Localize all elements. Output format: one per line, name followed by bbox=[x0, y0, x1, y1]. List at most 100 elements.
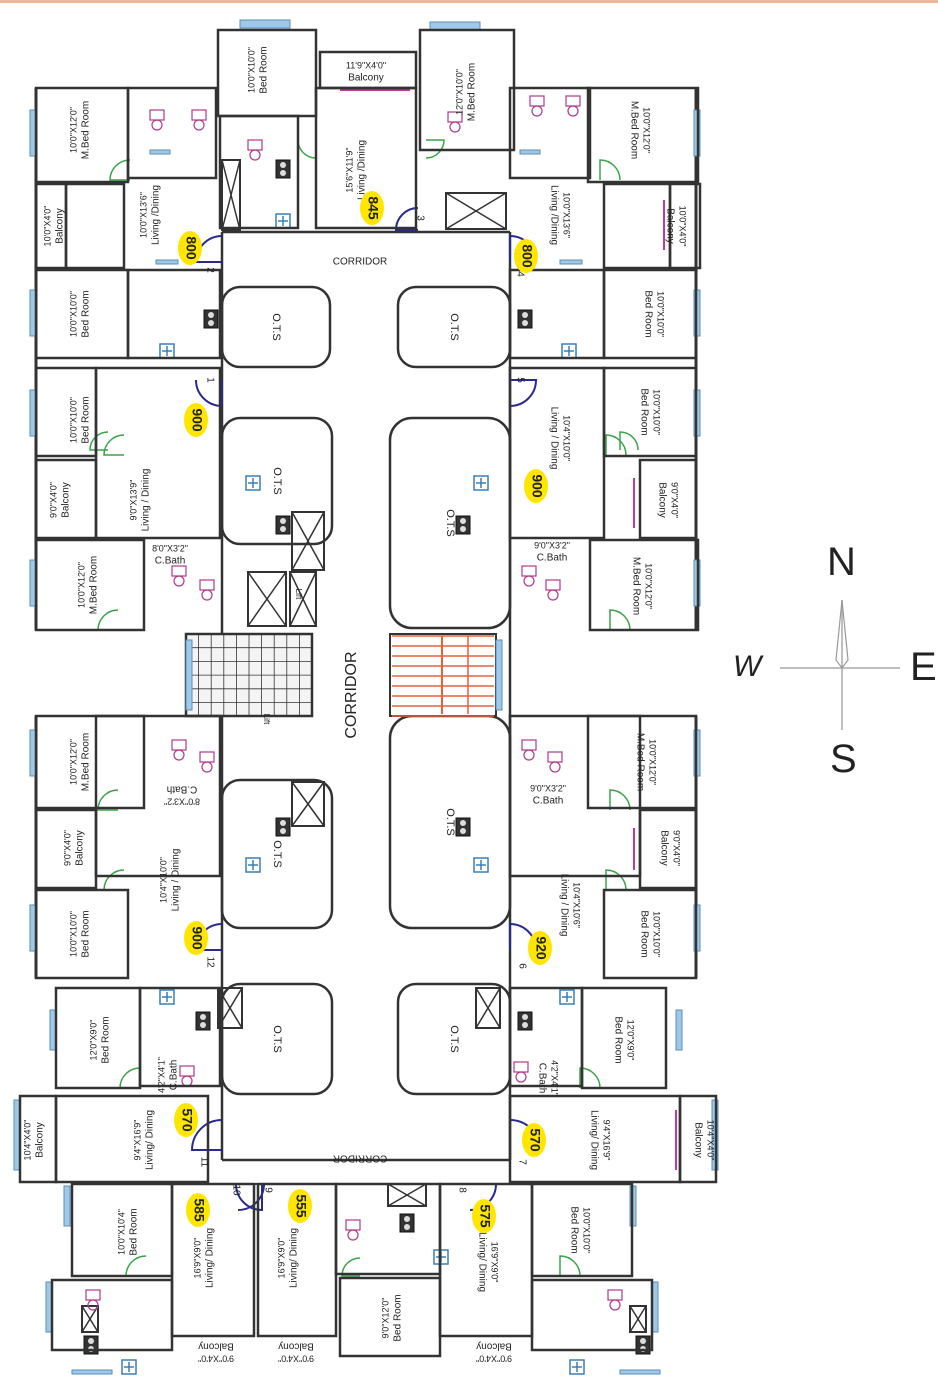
room-outline bbox=[508, 366, 606, 540]
room-name: Balcony bbox=[664, 208, 675, 244]
ots-box bbox=[220, 285, 332, 369]
stove-burner bbox=[200, 1022, 206, 1028]
room-dimension: 9'0"X13'9" bbox=[128, 480, 138, 521]
room-name: Bed Room bbox=[129, 1208, 140, 1255]
area-badge-value: 575 bbox=[477, 1204, 493, 1228]
area-badge-unit-10 bbox=[186, 1193, 210, 1227]
room-dimension: 10'4"X10'0" bbox=[562, 415, 572, 461]
wc-fixture bbox=[171, 739, 187, 751]
room-name: Bed Room bbox=[638, 388, 649, 435]
wc-fixture bbox=[149, 109, 165, 121]
room-name: Bed Room bbox=[81, 290, 92, 337]
room-outline bbox=[170, 1182, 256, 1338]
shaft-cross bbox=[221, 159, 241, 231]
room-outline bbox=[34, 458, 98, 540]
room-name: Balcony bbox=[55, 208, 66, 244]
area-badge-value: 800 bbox=[519, 244, 535, 268]
room-dimension: 10'0"X10'0" bbox=[652, 911, 662, 957]
room-outline bbox=[34, 888, 130, 980]
shaft-cross bbox=[445, 192, 507, 230]
room-name: Balcony bbox=[658, 830, 669, 866]
stove-icon bbox=[399, 1213, 415, 1233]
area-badge-unit-2 bbox=[178, 231, 202, 265]
door-swing bbox=[103, 869, 125, 891]
room-dimension: 10'0"X10'0" bbox=[68, 911, 78, 957]
room-name: Bed Room bbox=[81, 910, 92, 957]
room-name: C.Bath bbox=[167, 783, 198, 794]
room-dimension: 9'0"X4'0" bbox=[48, 482, 58, 518]
room-dimension: 10'0"X12'0" bbox=[68, 739, 78, 785]
room-dimension: 9'4"X16'9" bbox=[602, 1120, 612, 1161]
room-outline bbox=[508, 268, 606, 360]
unit-number-10: 10 bbox=[230, 1184, 241, 1196]
area-badge-unit-4 bbox=[514, 239, 538, 273]
room-dimension: 8'0"X3'2" bbox=[152, 543, 188, 553]
room-outline bbox=[602, 888, 698, 980]
room-dimension: 10'0"X10'0" bbox=[68, 291, 78, 337]
room-label: C.Bath 8'0"X3'2" bbox=[152, 543, 188, 566]
unit-number-9: 9 bbox=[262, 1187, 273, 1193]
basin-fixture bbox=[523, 575, 535, 587]
door-swing bbox=[103, 434, 125, 456]
room-name: Living/ Dining bbox=[588, 1110, 599, 1170]
room-name: M.Bed Room bbox=[634, 733, 645, 791]
room-dimension: 10'0"X12'0" bbox=[648, 739, 658, 785]
stove-burner bbox=[460, 828, 466, 834]
area-badge-unit-5 bbox=[524, 469, 548, 503]
window bbox=[185, 639, 193, 711]
stove-burner bbox=[208, 312, 214, 318]
wc-fixture bbox=[521, 565, 537, 577]
room-dimension: 11'9"X4'0" bbox=[346, 60, 386, 70]
room-name: Bed Room bbox=[259, 46, 270, 93]
room-outline bbox=[138, 986, 222, 1088]
area-badge-value: 570 bbox=[527, 1128, 543, 1152]
room-outline bbox=[508, 986, 584, 1088]
main-door bbox=[235, 1183, 263, 1212]
basin-fixture bbox=[523, 749, 535, 761]
ots-box bbox=[220, 416, 334, 546]
room-name: Living / Dining bbox=[141, 469, 152, 532]
stove-icon bbox=[455, 515, 471, 535]
basin-fixture bbox=[609, 1299, 621, 1311]
room-name: C.Bath bbox=[155, 556, 186, 567]
room-name: Balcony bbox=[35, 1122, 46, 1158]
door-swing bbox=[619, 431, 639, 451]
stove-burner bbox=[404, 1216, 410, 1222]
ots-label: O.T.S bbox=[271, 467, 283, 495]
room-dimension: 10'0"X13'6" bbox=[138, 192, 148, 238]
ots-label: O.T.S bbox=[448, 1025, 460, 1053]
room-dimension: 10'0"X13'6" bbox=[562, 192, 572, 238]
corridor-label-south: CORRIDOR bbox=[333, 1152, 387, 1163]
compass bbox=[780, 599, 900, 730]
room-outline bbox=[586, 86, 700, 184]
room-dimension: 9'0"X4'0" bbox=[278, 1354, 314, 1364]
compass-south-label: S bbox=[830, 737, 857, 781]
ots-label: O.T.S bbox=[271, 1025, 283, 1053]
room-outline bbox=[314, 86, 418, 230]
unit-number-8: 8 bbox=[456, 1187, 467, 1193]
door-swing bbox=[609, 609, 631, 631]
room-name: Bed Room bbox=[568, 1206, 579, 1253]
door-swing bbox=[297, 139, 317, 159]
room-name: Balcony bbox=[476, 1340, 512, 1351]
room-dimension: 10'0"X4'0" bbox=[42, 206, 52, 247]
window bbox=[63, 1185, 71, 1227]
basin-fixture bbox=[547, 589, 559, 601]
stove-burner bbox=[88, 1338, 94, 1344]
room-dimension: 10'4"X10'6" bbox=[572, 882, 582, 928]
room-dimension: 9'0"X4'0" bbox=[670, 482, 680, 518]
room-outline bbox=[54, 1094, 210, 1184]
stove-icon bbox=[517, 309, 533, 329]
room-dimension: 9'0"X3'2" bbox=[534, 540, 570, 550]
basin-fixture bbox=[151, 119, 163, 131]
stove-burner bbox=[280, 162, 286, 168]
ots-label: O.T.S bbox=[444, 808, 456, 836]
